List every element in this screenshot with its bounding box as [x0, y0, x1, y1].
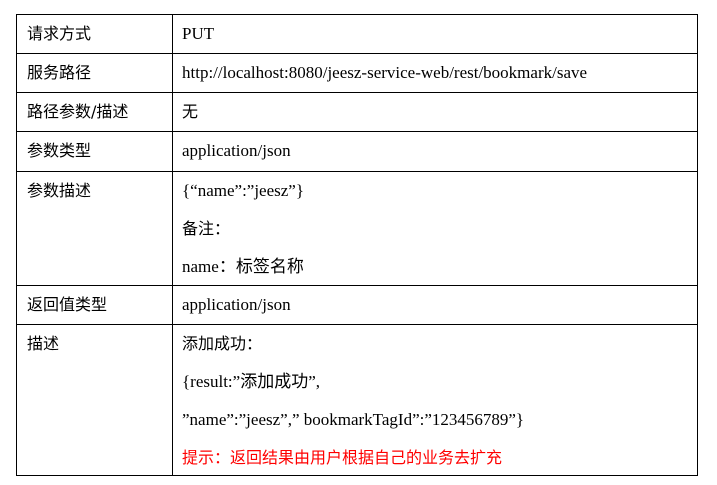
row-return-type: 返回值类型 application/json: [16, 285, 698, 325]
path-params-value: 无: [182, 102, 199, 121]
row-request-method: 请求方式 PUT: [16, 14, 698, 54]
value-param-description: {“name”:”jeesz”} 备注： name：标签名称: [172, 171, 698, 286]
value-return-type: application/json: [172, 285, 698, 325]
label-text: 服务路径: [27, 63, 92, 82]
hint-text: 提示：返回结果由用户根据自己的业务去扩充: [182, 448, 503, 467]
label-description: 描述: [16, 324, 173, 476]
row-service-path: 服务路径 http://localhost:8080/jeesz-service…: [16, 53, 698, 93]
value-service-path: http://localhost:8080/jeesz-service-web/…: [172, 53, 698, 93]
label-service-path: 服务路径: [16, 53, 173, 93]
label-param-type: 参数类型: [16, 131, 173, 172]
api-spec-table: 请求方式 PUT 服务路径 http://localhost:8080/jees…: [16, 14, 698, 476]
response-json-line-1: {result:”添加成功”,: [182, 372, 320, 391]
http-method-value: PUT: [182, 24, 215, 43]
label-text: 参数描述: [27, 181, 92, 200]
param-note-text: name：标签名称: [182, 257, 304, 276]
label-return-type: 返回值类型: [16, 285, 173, 325]
label-text: 参数类型: [27, 141, 92, 160]
return-type-value: application/json: [182, 295, 291, 314]
param-json-example: {“name”:”jeesz”}: [182, 181, 305, 200]
success-heading: 添加成功：: [182, 334, 263, 353]
value-request-method: PUT: [172, 14, 698, 54]
value-description: 添加成功： {result:”添加成功”, ”name”:”jeesz”,” b…: [172, 324, 698, 476]
label-path-params: 路径参数/描述: [16, 92, 173, 132]
param-type-value: application/json: [182, 141, 291, 160]
label-text: 路径参数/描述: [27, 102, 129, 121]
value-path-params: 无: [172, 92, 698, 132]
label-text: 请求方式: [27, 24, 92, 43]
row-param-description: 参数描述 {“name”:”jeesz”} 备注： name：标签名称: [16, 171, 698, 286]
label-text: 返回值类型: [27, 295, 108, 314]
label-request-method: 请求方式: [16, 14, 173, 54]
label-text: 描述: [27, 334, 60, 353]
label-param-description: 参数描述: [16, 171, 173, 286]
value-param-type: application/json: [172, 131, 698, 172]
response-json-line-2: ”name”:”jeesz”,” bookmarkTagId”:”1234567…: [182, 410, 525, 429]
row-param-type: 参数类型 application/json: [16, 131, 698, 172]
service-url-value: http://localhost:8080/jeesz-service-web/…: [182, 63, 588, 82]
row-description: 描述 添加成功： {result:”添加成功”, ”name”:”jeesz”,…: [16, 324, 698, 476]
row-path-params: 路径参数/描述 无: [16, 92, 698, 132]
param-note-heading: 备注：: [182, 219, 231, 238]
